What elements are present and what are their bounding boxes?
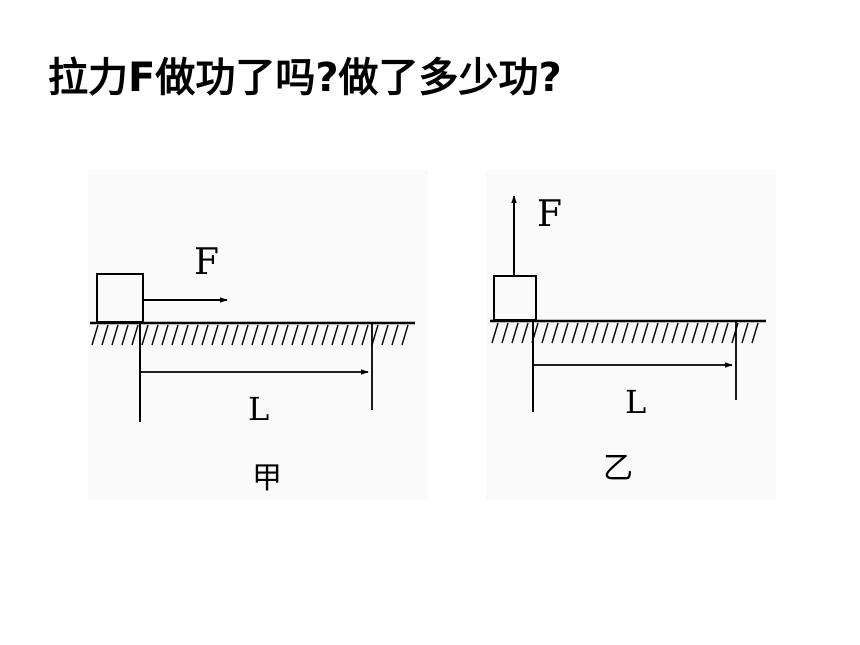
hatch-stroke xyxy=(341,324,349,346)
hatch-stroke xyxy=(261,324,269,346)
hatch-stroke xyxy=(391,324,399,346)
hatch-stroke xyxy=(271,324,279,346)
hatch-stroke xyxy=(721,322,729,344)
hatch-stroke xyxy=(181,324,189,346)
hatch-stroke xyxy=(621,322,629,344)
hatch-stroke xyxy=(301,324,309,346)
hatch-stroke xyxy=(731,322,739,344)
hatch-stroke xyxy=(161,324,169,346)
hatch-stroke xyxy=(331,324,339,346)
hatch-stroke xyxy=(171,324,179,346)
panel-caption: 乙 xyxy=(603,451,633,486)
force-label: F xyxy=(537,194,562,235)
hatch-stroke xyxy=(351,324,359,346)
hatch-stroke xyxy=(291,324,299,346)
hatch-stroke xyxy=(751,322,759,344)
force-label: F xyxy=(194,242,219,283)
ground-hatching xyxy=(91,324,409,346)
hatch-stroke xyxy=(231,324,239,346)
hatch-stroke xyxy=(371,324,379,346)
hatch-stroke xyxy=(541,322,549,344)
hatch-stroke xyxy=(661,322,669,344)
hatch-stroke xyxy=(501,322,509,344)
hatch-stroke xyxy=(681,322,689,344)
hatch-stroke xyxy=(251,324,259,346)
hatch-stroke xyxy=(551,322,559,344)
hatch-stroke xyxy=(101,324,109,346)
hatch-stroke xyxy=(741,322,749,344)
hatch-stroke xyxy=(321,324,329,346)
hatch-stroke xyxy=(141,324,149,346)
hatch-stroke xyxy=(601,322,609,344)
hatch-stroke xyxy=(401,324,409,346)
slide-title: 拉力F做功了吗?做了多少功? xyxy=(48,55,562,101)
hatch-stroke xyxy=(711,322,719,344)
hatch-stroke xyxy=(121,324,129,346)
hatch-stroke xyxy=(381,324,389,346)
distance-label: L xyxy=(248,390,269,428)
distance-label: L xyxy=(625,383,646,421)
ground-hatching xyxy=(491,322,759,344)
hatch-stroke xyxy=(581,322,589,344)
hatch-stroke xyxy=(571,322,579,344)
hatch-stroke xyxy=(131,324,139,346)
hatch-stroke xyxy=(211,324,219,346)
hatch-stroke xyxy=(111,324,119,346)
hatch-stroke xyxy=(311,324,319,346)
hatch-stroke xyxy=(151,324,159,346)
hatch-stroke xyxy=(611,322,619,344)
diagram-panel-jia: F L 甲 xyxy=(88,170,428,500)
hatch-stroke xyxy=(641,322,649,344)
hatch-stroke xyxy=(691,322,699,344)
hatch-stroke xyxy=(651,322,659,344)
hatch-stroke xyxy=(701,322,709,344)
hatch-stroke xyxy=(361,324,369,346)
hatch-stroke xyxy=(671,322,679,344)
hatch-stroke xyxy=(561,322,569,344)
hatch-stroke xyxy=(191,324,199,346)
hatch-stroke xyxy=(201,324,209,346)
panel-caption: 甲 xyxy=(252,461,282,496)
hatch-stroke xyxy=(491,322,499,344)
hatch-stroke xyxy=(521,322,529,344)
hatch-stroke xyxy=(221,324,229,346)
hatch-stroke xyxy=(91,324,99,346)
hatch-stroke xyxy=(631,322,639,344)
hatch-stroke xyxy=(511,322,519,344)
hatch-stroke xyxy=(281,324,289,346)
hatch-stroke xyxy=(591,322,599,344)
diagram-panel-yi: F L 乙 xyxy=(486,170,776,500)
hatch-stroke xyxy=(241,324,249,346)
